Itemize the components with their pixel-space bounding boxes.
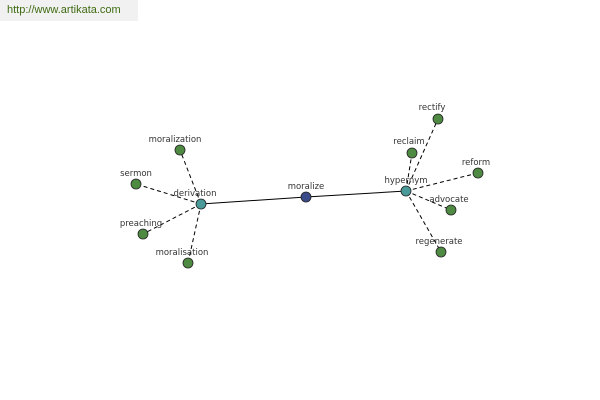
node-moralize-label: moralize <box>288 182 325 192</box>
node-sermon-label: sermon <box>120 169 152 179</box>
node-sermon[interactable]: sermon <box>120 169 152 190</box>
node-moralisation-label: moralisation <box>156 248 209 258</box>
edge-hypernym-rectify <box>405 118 439 192</box>
node-reform-circle[interactable] <box>472 167 484 179</box>
edge-derivation-sermon <box>135 183 202 205</box>
node-regenerate-circle[interactable] <box>435 246 447 258</box>
node-preaching[interactable]: preaching <box>120 219 162 240</box>
node-derivation-circle[interactable] <box>195 198 207 210</box>
node-moralize[interactable]: moralize <box>288 182 325 203</box>
node-advocate-label: advocate <box>429 195 468 205</box>
graph-edges <box>135 118 479 264</box>
edge-moralize-derivation <box>200 196 307 205</box>
node-rectify-label: rectify <box>419 103 446 113</box>
node-derivation[interactable]: derivation <box>173 189 217 210</box>
node-moralization[interactable]: moralization <box>149 135 202 156</box>
node-preaching-label: preaching <box>120 219 162 229</box>
node-sermon-circle[interactable] <box>130 178 142 190</box>
node-reclaim-circle[interactable] <box>406 147 418 159</box>
edge-derivation-preaching <box>142 203 202 235</box>
node-regenerate-label: regenerate <box>415 237 462 247</box>
edge-derivation-moralization <box>179 149 202 205</box>
edge-hypernym-advocate <box>405 190 452 211</box>
edge-moralize-hypernym <box>305 190 407 198</box>
node-advocate[interactable]: advocate <box>429 195 469 216</box>
node-moralisation[interactable]: moralisation <box>156 248 209 269</box>
node-reform[interactable]: reform <box>462 158 490 179</box>
node-preaching-circle[interactable] <box>137 228 149 240</box>
node-moralization-label: moralization <box>149 135 202 145</box>
node-advocate-circle[interactable] <box>445 204 457 216</box>
node-moralize-circle[interactable] <box>300 191 312 203</box>
edge-derivation-moralisation <box>187 203 202 264</box>
node-reclaim-label: reclaim <box>393 137 424 147</box>
site-url-link[interactable]: http://www.artikata.com <box>7 4 121 16</box>
node-rectify-circle[interactable] <box>432 113 444 125</box>
node-hypernym-label: hypernym <box>384 176 427 186</box>
node-moralisation-circle[interactable] <box>182 257 194 269</box>
url-banner: http://www.artikata.com <box>0 0 138 21</box>
edge-hypernym-reform <box>405 172 479 192</box>
node-rectify[interactable]: rectify <box>419 103 446 125</box>
node-hypernym[interactable]: hypernym <box>384 176 428 197</box>
node-reform-label: reform <box>462 158 490 168</box>
edge-hypernym-regenerate <box>405 190 442 253</box>
node-hypernym-circle[interactable] <box>400 185 412 197</box>
node-regenerate[interactable]: regenerate <box>415 237 463 258</box>
node-moralization-circle[interactable] <box>174 144 186 156</box>
node-derivation-label: derivation <box>173 189 216 199</box>
graph-nodes: moralization sermon preaching moralisation r… <box>120 103 490 269</box>
node-reclaim[interactable]: reclaim <box>393 137 425 159</box>
